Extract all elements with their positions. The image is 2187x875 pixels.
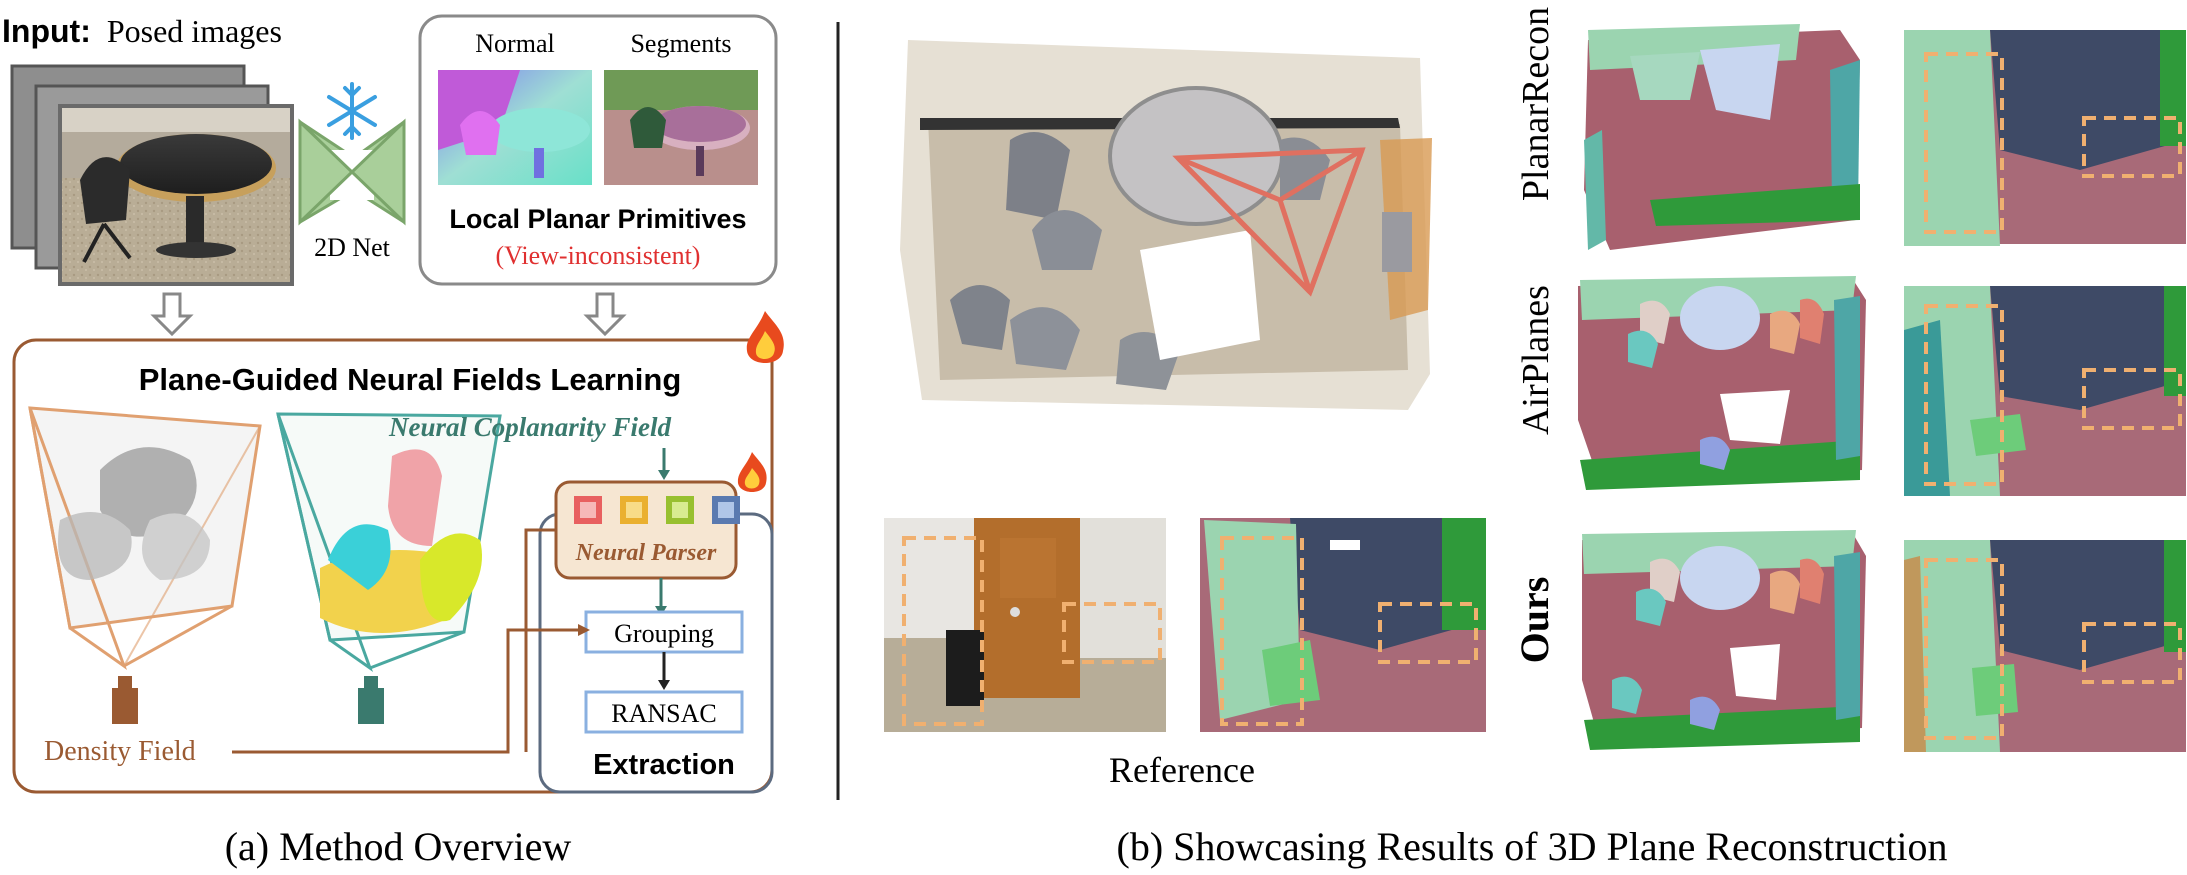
camera-icon <box>358 676 384 724</box>
coplanarity-field-frustum <box>276 412 502 724</box>
grouping-label: Grouping <box>614 619 714 648</box>
2d-net-label: 2D Net <box>314 233 391 262</box>
panel-a-caption: (a) Method Overview <box>225 824 572 869</box>
coplanarity-label: Neural Coplanarity Field <box>388 412 672 442</box>
planarrecon-topdown <box>1584 24 1860 250</box>
camera-icon <box>112 676 138 724</box>
segments-image <box>604 70 758 185</box>
segments-label: Segments <box>630 29 731 58</box>
method-label-airplanes: AirPlanes <box>1515 285 1557 435</box>
hollow-arrow-right <box>583 292 627 337</box>
planarrecon-closeup <box>1904 30 2186 246</box>
hollow-arrow-left <box>150 292 194 337</box>
local-planar-primitives-box: Normal Segments Local Planar Primitives … <box>418 14 778 286</box>
reference-image <box>884 518 1166 732</box>
density-label: Density Field <box>44 736 196 767</box>
airplanes-topdown <box>1578 276 1866 490</box>
input-label: Input: Posed images <box>2 13 282 49</box>
results-panel: Reference PlanarRecon AirPlanes Ours <box>884 7 2186 869</box>
method-label-ours: Ours <box>1512 577 1557 664</box>
method-overview-panel: Input: Posed images <box>2 13 784 869</box>
extraction-label: Extraction <box>593 749 735 781</box>
ours-closeup <box>1904 540 2186 752</box>
camera-frustum <box>1172 147 1366 297</box>
primitives-title: Local Planar Primitives <box>449 204 746 234</box>
ransac-label: RANSAC <box>611 699 716 728</box>
reference-label: Reference <box>1109 750 1255 790</box>
2d-net: 2D Net <box>298 82 406 262</box>
snowflake-icon <box>327 82 377 140</box>
reference-plane-result <box>1200 518 1486 732</box>
normal-map-image <box>438 70 592 185</box>
learning-title: Plane-Guided Neural Fields Learning <box>139 362 682 397</box>
fire-icon <box>737 452 767 492</box>
primitives-note: (View-inconsistent) <box>496 241 701 270</box>
density-field-frustum <box>28 406 262 724</box>
method-label-planarrecon: PlanarRecon <box>1515 7 1557 201</box>
posed-image-front <box>58 104 294 286</box>
ours-topdown <box>1582 530 1866 750</box>
airplanes-closeup <box>1904 286 2186 496</box>
ransac-box <box>584 690 744 734</box>
panel-b-caption: (b) Showcasing Results of 3D Plane Recon… <box>1117 824 1948 869</box>
neural-parser: Neural Parser <box>554 480 740 580</box>
posed-images-stack <box>10 64 294 286</box>
normal-label: Normal <box>475 29 554 58</box>
parser-label: Neural Parser <box>575 540 717 566</box>
pointcloud-topdown <box>900 40 1432 410</box>
fire-icon <box>746 311 784 363</box>
